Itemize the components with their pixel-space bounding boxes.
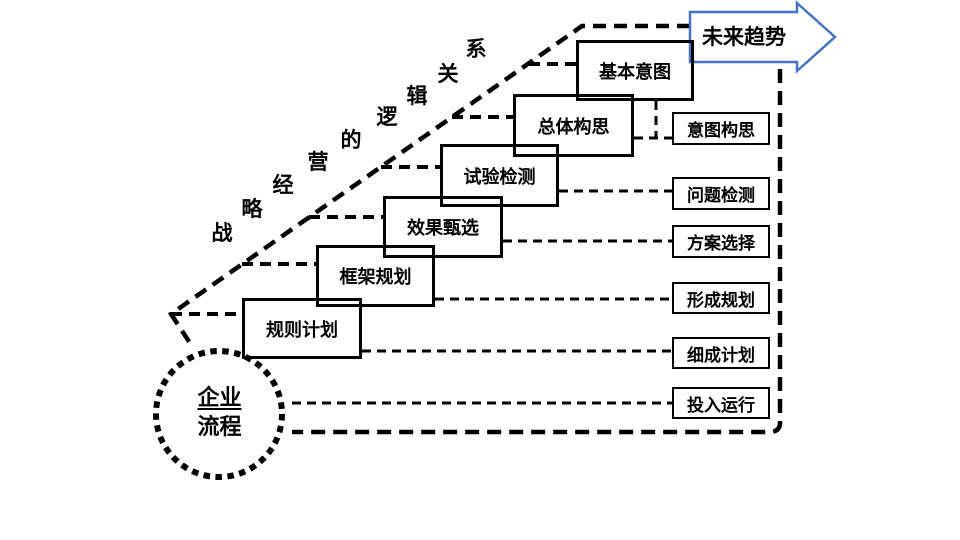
feedback-loop-line (292, 69, 783, 435)
stair-box-test-detection: 试验检测 (440, 144, 559, 207)
diagonal-label-char-2: 略 (241, 197, 263, 221)
right-box-form-planning: 形成规划 (672, 282, 770, 314)
diagonal-label-char-1: 战 (211, 221, 233, 245)
enterprise-process-label: 企业 流程 (153, 384, 286, 442)
dashed-line-group (153, 23, 783, 480)
diagonal-label-char-8: 关 (437, 62, 459, 86)
future-trend-arrow-label: 未来趋势 (702, 25, 786, 49)
diagonal-label-char-3: 经 (272, 173, 294, 197)
diagonal-label-char-9: 系 (465, 37, 487, 61)
stair-box-overall-concept: 总体构思 (513, 94, 634, 157)
diagonal-label-char-4: 营 (307, 150, 329, 174)
enterprise-process-label-line2: 流程 (197, 415, 242, 440)
right-box-operation: 投入运行 (672, 387, 770, 419)
future-trend-arrow-icon (688, 0, 837, 74)
diagonal-label-char-6: 逻 (376, 105, 398, 129)
right-box-detailed-plan: 细成计划 (672, 337, 770, 369)
right-box-problem-detection: 问题检测 (672, 177, 770, 210)
stair-box-rule-plan: 规则计划 (242, 298, 362, 359)
stair-box-basic-intent: 基本意图 (576, 40, 694, 101)
stair-box-effect-selection: 效果甄选 (383, 196, 503, 258)
enterprise-process-label-line1: 企业 (197, 386, 242, 411)
stair-box-frame-planning: 框架规划 (316, 245, 435, 307)
enterprise-process-circle (153, 348, 285, 480)
strategy-diagonal-line (167, 23, 690, 345)
right-box-scheme-selection: 方案选择 (672, 225, 770, 258)
right-box-intent-concept: 意图构思 (672, 112, 770, 145)
diagonal-label-char-7: 辑 (406, 84, 428, 108)
diagonal-label-char-5: 的 (340, 128, 362, 152)
